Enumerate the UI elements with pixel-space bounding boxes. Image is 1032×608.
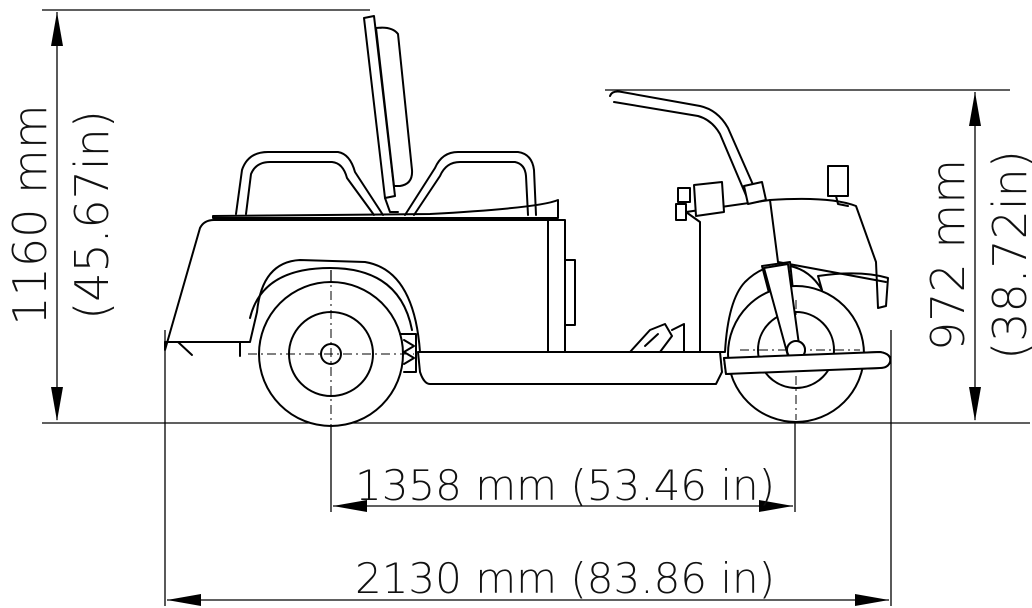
steer-height-in-label: (38.72in) <box>983 150 1032 360</box>
rear-body <box>164 219 549 353</box>
steer-height-dimension <box>605 89 1010 421</box>
wheelbase-label: 1358 mm (53.46 in) <box>355 461 775 510</box>
chassis <box>417 351 723 385</box>
overall-length-label: 2130 mm (83.86 in) <box>355 554 775 603</box>
overall-height-mm-label: 1160 mm <box>3 104 57 325</box>
dash-controls <box>675 187 691 221</box>
pedals <box>629 323 685 353</box>
overall-height-in-label: (45.67in) <box>65 110 119 320</box>
tug-vehicle <box>164 15 892 436</box>
steer-height-mm-label: 972 mm <box>921 159 975 351</box>
rear-wheel <box>248 272 414 436</box>
seat-frame-front <box>404 151 537 216</box>
overall-height-dimension <box>42 9 370 421</box>
steering-column <box>609 90 759 197</box>
length-dimension <box>164 330 892 606</box>
seat-frame-rear <box>235 151 384 216</box>
front-cowl <box>685 197 889 353</box>
backrest <box>363 15 396 199</box>
headlight <box>827 165 849 197</box>
